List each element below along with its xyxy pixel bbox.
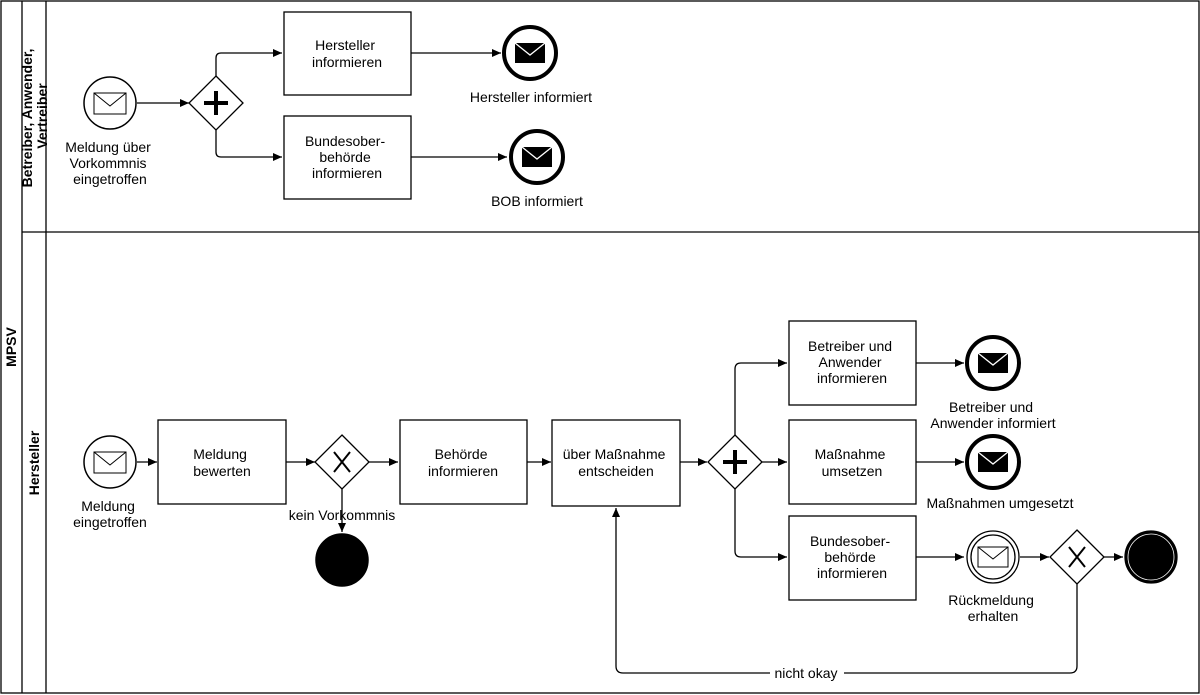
envelope-filled-icon (977, 352, 1009, 373)
task-label: über Maßnahme entscheiden (563, 446, 670, 479)
plus-icon (723, 450, 747, 474)
lane-label-betreiber-line2: Vertreiber (34, 83, 50, 149)
lane-label-betreiber: Betreiber, Anwender, Vertreiber (19, 45, 50, 188)
task-label-line: informieren (312, 54, 382, 70)
task-label: Behörde informieren (428, 446, 498, 479)
task-massnahme-entscheiden[interactable]: über Maßnahme entscheiden (551, 419, 681, 507)
task-label: Maßnahme umsetzen (815, 446, 890, 479)
task-label-line: informieren (817, 370, 887, 386)
flow-nicht-okay-loop (612, 508, 1078, 674)
flow-label-nicht-okay-bg (770, 664, 844, 682)
task-label-line: Meldung (193, 446, 247, 462)
flow-label-nicht-okay: nicht okay (774, 665, 837, 681)
gateway-exclusive-2[interactable] (1049, 529, 1105, 585)
task-bob-informieren-top[interactable]: Bundesober- behörde informieren (283, 115, 412, 200)
task-label-line: über Maßnahme (563, 446, 666, 462)
event-label-line: Vorkommnis (70, 155, 147, 171)
event-kein-vorkommnis-end[interactable] (315, 533, 369, 587)
task-label-line: Bundesober- (810, 533, 891, 549)
task-label-line: Maßnahme (815, 446, 886, 462)
task-bob-informieren-bottom[interactable]: Bundesober- behörde informieren (788, 515, 917, 601)
flow-and-to-bob-task2 (734, 489, 787, 561)
task-label: Betreiber und Anwender informieren (808, 338, 896, 386)
event-label-line: erhalten (968, 608, 1019, 624)
task-label-line: umsetzen (822, 463, 883, 479)
task-betreiber-informieren[interactable]: Betreiber und Anwender informieren (788, 320, 917, 406)
task-label-line: Bundesober- (305, 133, 386, 149)
lane-label-hersteller: Hersteller (26, 430, 42, 495)
event-label-line: eingetroffen (73, 514, 147, 530)
event-meldung-vorkommnis[interactable]: Meldung über Vorkommnis eingetroffen (65, 76, 155, 187)
task-label-line: bewerten (193, 463, 251, 479)
event-label: BOB informiert (491, 193, 583, 209)
event-meldung-eingetroffen[interactable]: Meldung eingetroffen (73, 435, 147, 530)
event-label: Maßnahmen umgesetzt (926, 495, 1073, 511)
cross-icon (1068, 546, 1086, 568)
event-label-line: Rückmeldung (948, 592, 1034, 608)
cross-icon (333, 451, 351, 473)
event-label: Meldung eingetroffen (73, 498, 147, 530)
event-label: Betreiber und Anwender informiert (930, 399, 1055, 431)
flow-gateway-to-hersteller-task (215, 49, 282, 76)
event-betreiber-informiert[interactable]: Betreiber und Anwender informiert (930, 335, 1056, 431)
pool-label: MPSV (3, 327, 19, 367)
task-label: Hersteller informieren (312, 37, 382, 70)
event-label-line: eingetroffen (73, 171, 147, 187)
event-label: Meldung über Vorkommnis eingetroffen (65, 139, 155, 187)
plus-icon (204, 91, 228, 115)
task-behoerde-informieren[interactable]: Behörde informieren (399, 419, 528, 505)
task-label-line: behörde (319, 149, 371, 165)
event-label: Rückmeldung erhalten (948, 592, 1038, 624)
task-label: Meldung bewerten (193, 446, 251, 479)
task-label-line: Hersteller (315, 37, 375, 53)
envelope-icon (93, 92, 127, 115)
event-final-end[interactable] (1124, 530, 1178, 584)
task-massnahme-umsetzen[interactable]: Maßnahme umsetzen (788, 419, 917, 505)
envelope-icon (977, 546, 1009, 568)
task-hersteller-informieren[interactable]: Hersteller informieren (283, 11, 412, 96)
task-label-line: Behörde (435, 446, 488, 462)
event-massnahmen-umgesetzt[interactable]: Maßnahmen umgesetzt (926, 434, 1074, 511)
event-label-line: Betreiber und (949, 399, 1033, 415)
task-meldung-bewerten[interactable]: Meldung bewerten (157, 419, 287, 505)
flow-and-to-betreiber-task (734, 359, 787, 435)
task-label-line: Anwender (819, 354, 882, 370)
envelope-icon (93, 451, 127, 474)
lane-hersteller: Hersteller (26, 430, 42, 495)
task-label-line: informieren (817, 565, 887, 581)
task-label-line: entscheiden (578, 463, 654, 479)
flow-label-kein-vorkommnis: kein Vorkommnis (289, 507, 396, 523)
event-hersteller-informiert[interactable]: Hersteller informiert (470, 25, 592, 105)
gateway-exclusive-1[interactable] (314, 434, 370, 490)
task-label-line: informieren (312, 165, 382, 181)
flows-bottom (137, 359, 1123, 674)
gateway-parallel-2[interactable] (707, 434, 763, 490)
task-label: Bundesober- behörde informieren (810, 533, 894, 581)
task-label: Bundesober- behörde informieren (305, 133, 389, 181)
lane-betreiber: Betreiber, Anwender, Vertreiber (19, 1, 1199, 693)
task-label-line: Betreiber und (808, 338, 892, 354)
task-label-line: behörde (824, 549, 876, 565)
event-bob-informiert[interactable]: BOB informiert (491, 129, 583, 209)
envelope-filled-icon (521, 146, 553, 167)
envelope-filled-icon (514, 42, 546, 63)
event-label-line: Anwender informiert (930, 415, 1055, 431)
event-label-line: Meldung über (65, 139, 151, 155)
gateway-parallel-1[interactable] (188, 75, 244, 131)
task-label-line: informieren (428, 463, 498, 479)
lane-label-betreiber-line1: Betreiber, Anwender, (19, 49, 35, 188)
event-label-line: Meldung (81, 498, 135, 514)
flow-gateway-to-bob-task (215, 130, 282, 161)
event-label: Hersteller informiert (470, 89, 592, 105)
flows-top (137, 49, 507, 161)
event-rueckmeldung-erhalten[interactable]: Rückmeldung erhalten (948, 530, 1038, 624)
envelope-filled-icon (977, 451, 1009, 472)
